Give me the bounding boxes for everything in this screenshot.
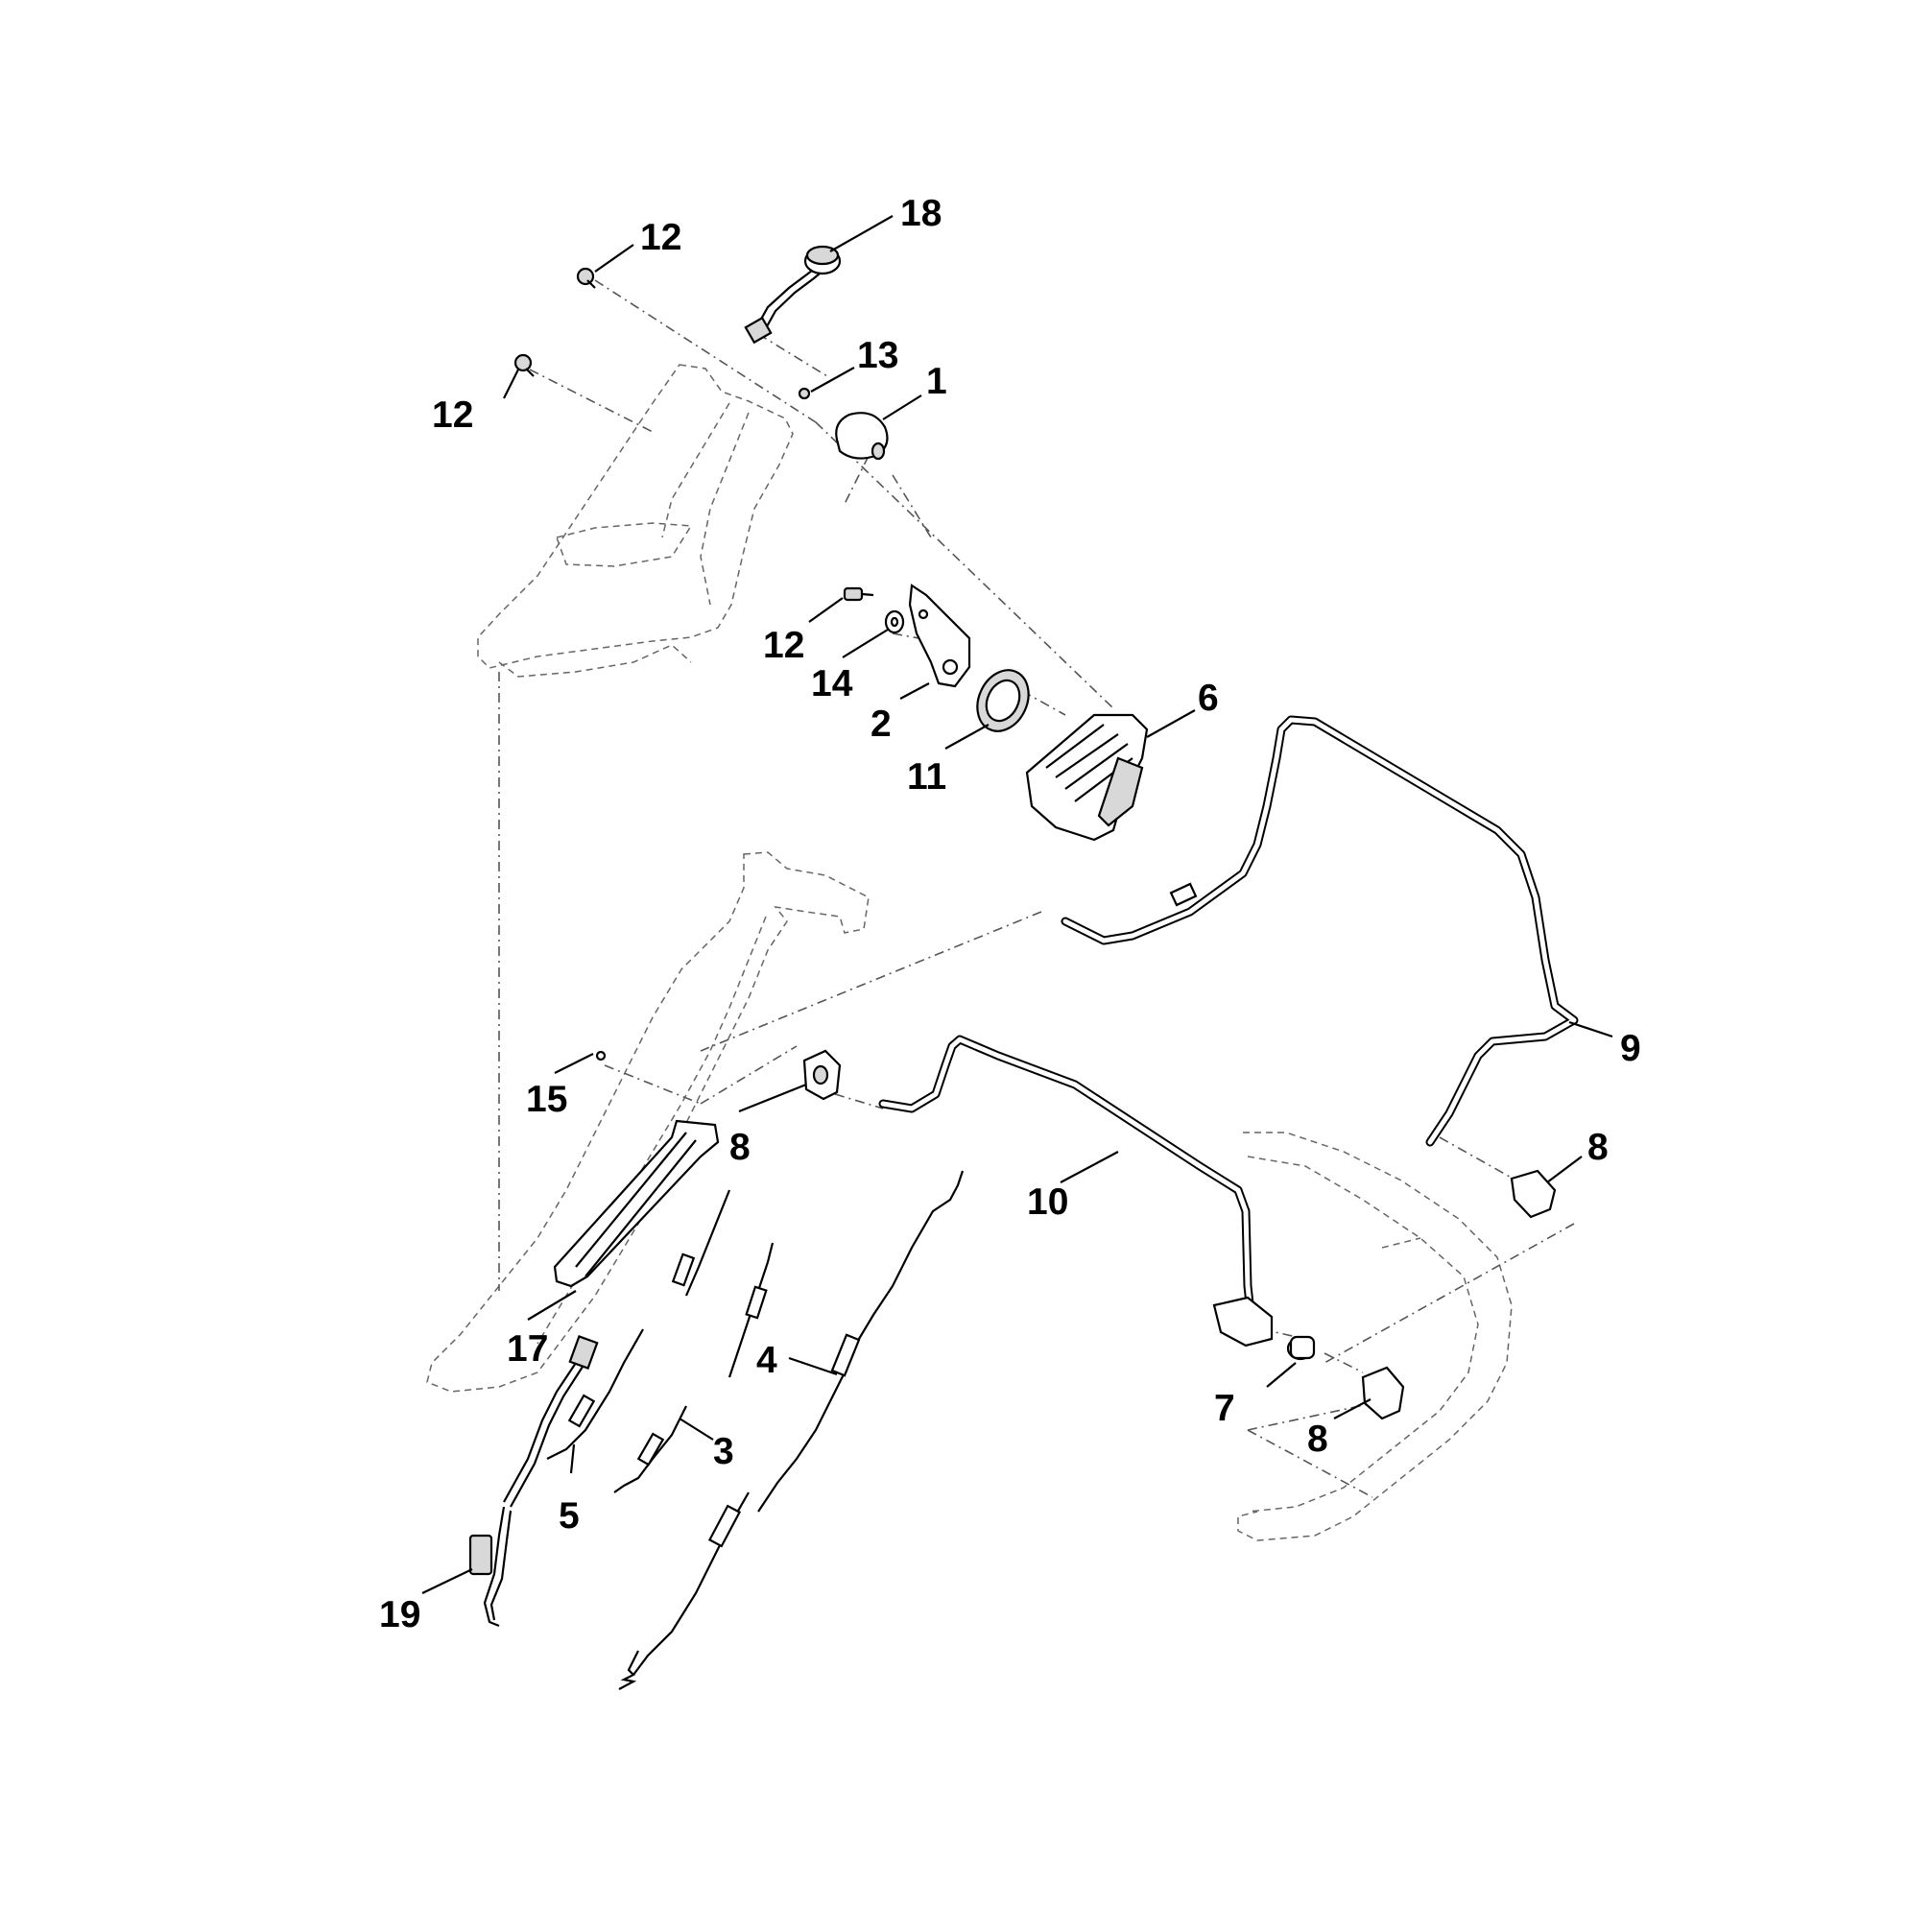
callout-labels: 18 12 12 13 1 12 14 2 11 6 9 8 8 15 10 1… — [379, 193, 1641, 1635]
frame-outline — [1237, 1132, 1513, 1541]
part-6-control-box — [1025, 713, 1149, 842]
callout-19: 19 — [379, 1594, 420, 1635]
callout-8: 8 — [729, 1127, 751, 1168]
handle-housing-outline — [477, 364, 794, 678]
part-1-knob — [835, 412, 889, 461]
part-17-cover — [553, 1119, 720, 1288]
part-8-clip-upper — [802, 1049, 842, 1101]
callout-5: 5 — [559, 1495, 580, 1537]
callout-6: 6 — [1198, 678, 1219, 719]
callout-14: 14 — [811, 663, 853, 704]
part-14-washer — [884, 609, 905, 634]
part-10-rod — [878, 1035, 1274, 1348]
leader-lines — [421, 215, 1613, 1594]
part-7-bushing — [1286, 1335, 1316, 1361]
part-8-clip-lower — [1361, 1366, 1405, 1420]
part-12-screw-top — [576, 267, 596, 289]
callout-17: 17 — [507, 1328, 548, 1370]
callout-12: 12 — [763, 625, 804, 666]
lower-handle-outline — [426, 851, 870, 1393]
part-12-screw-left — [513, 353, 535, 377]
callout-12: 12 — [432, 394, 473, 436]
callout-15: 15 — [526, 1079, 567, 1120]
part-9-bar — [1061, 715, 1579, 1147]
callout-4: 4 — [756, 1340, 777, 1381]
callout-7: 7 — [1214, 1388, 1235, 1429]
callout-18: 18 — [900, 193, 942, 234]
callout-11: 11 — [907, 756, 946, 798]
part-11-gear-ring — [976, 669, 1030, 732]
callout-8: 8 — [1587, 1127, 1609, 1168]
part-2-bracket — [908, 584, 971, 688]
callout-3: 3 — [713, 1431, 734, 1472]
part-8-clip-right — [1510, 1169, 1557, 1219]
part-19-harness — [468, 1335, 599, 1628]
part-4-cable — [618, 1170, 965, 1690]
callout-8: 8 — [1307, 1419, 1328, 1460]
part-13-screw — [798, 387, 811, 400]
callout-13: 13 — [857, 335, 898, 376]
part-18-switch-lever — [744, 245, 842, 345]
callout-1: 1 — [926, 361, 947, 402]
part-12-screw-mid — [843, 586, 874, 602]
callout-10: 10 — [1027, 1181, 1068, 1223]
part-5-cable — [546, 1189, 731, 1460]
assembly-lines — [498, 279, 1575, 1498]
callout-9: 9 — [1620, 1028, 1641, 1069]
callout-2: 2 — [871, 704, 892, 745]
part-15-pin — [595, 1050, 607, 1061]
part-3-cable — [613, 1242, 775, 1493]
callout-12: 12 — [640, 217, 681, 258]
